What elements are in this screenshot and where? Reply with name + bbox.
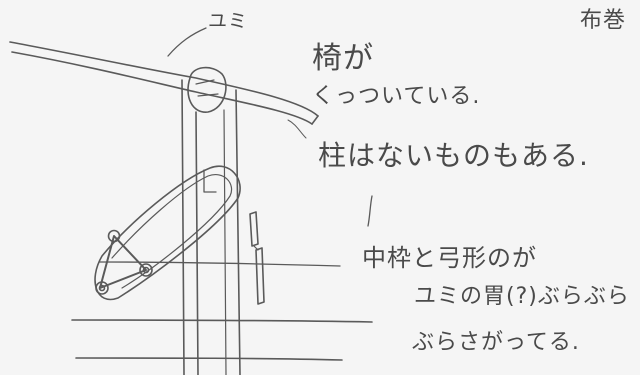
- post-right-inner: [223, 109, 227, 375]
- note-line-1: 椅が: [312, 41, 374, 76]
- horizontal-line-1: [99, 261, 341, 267]
- note-line-4: 中枠と弓形のが: [362, 244, 537, 272]
- slat-upper: [249, 211, 259, 247]
- bow-beam-upper: [9, 41, 319, 117]
- corner-label: 布巻: [580, 8, 627, 33]
- bow-knot: [187, 66, 227, 113]
- bow-beam-lower: [11, 51, 313, 125]
- hanging-frame-outer: [94, 165, 241, 301]
- note-line-5: ユミの胃(?)ぶらぶら: [414, 284, 630, 309]
- yumi-leader-line: [167, 27, 207, 57]
- bow-beam-tip: [311, 115, 319, 125]
- note-line-3: 柱はないものもある.: [318, 139, 589, 172]
- horizontal-line-3: [75, 357, 343, 361]
- post-left: [181, 79, 185, 375]
- note-line-6: ぶらさがってる.: [412, 330, 580, 355]
- horizontal-line-2: [71, 319, 373, 323]
- note-leader-line: [367, 195, 373, 227]
- hanging-frame-inner: [111, 174, 233, 289]
- note-line-2: くっついている.: [312, 84, 481, 109]
- post-right: [235, 89, 241, 375]
- yumi-label: ユミ: [208, 10, 249, 32]
- post-left-inner: [195, 111, 199, 375]
- slat-lower: [255, 247, 265, 305]
- triangle-mechanism: [99, 235, 147, 289]
